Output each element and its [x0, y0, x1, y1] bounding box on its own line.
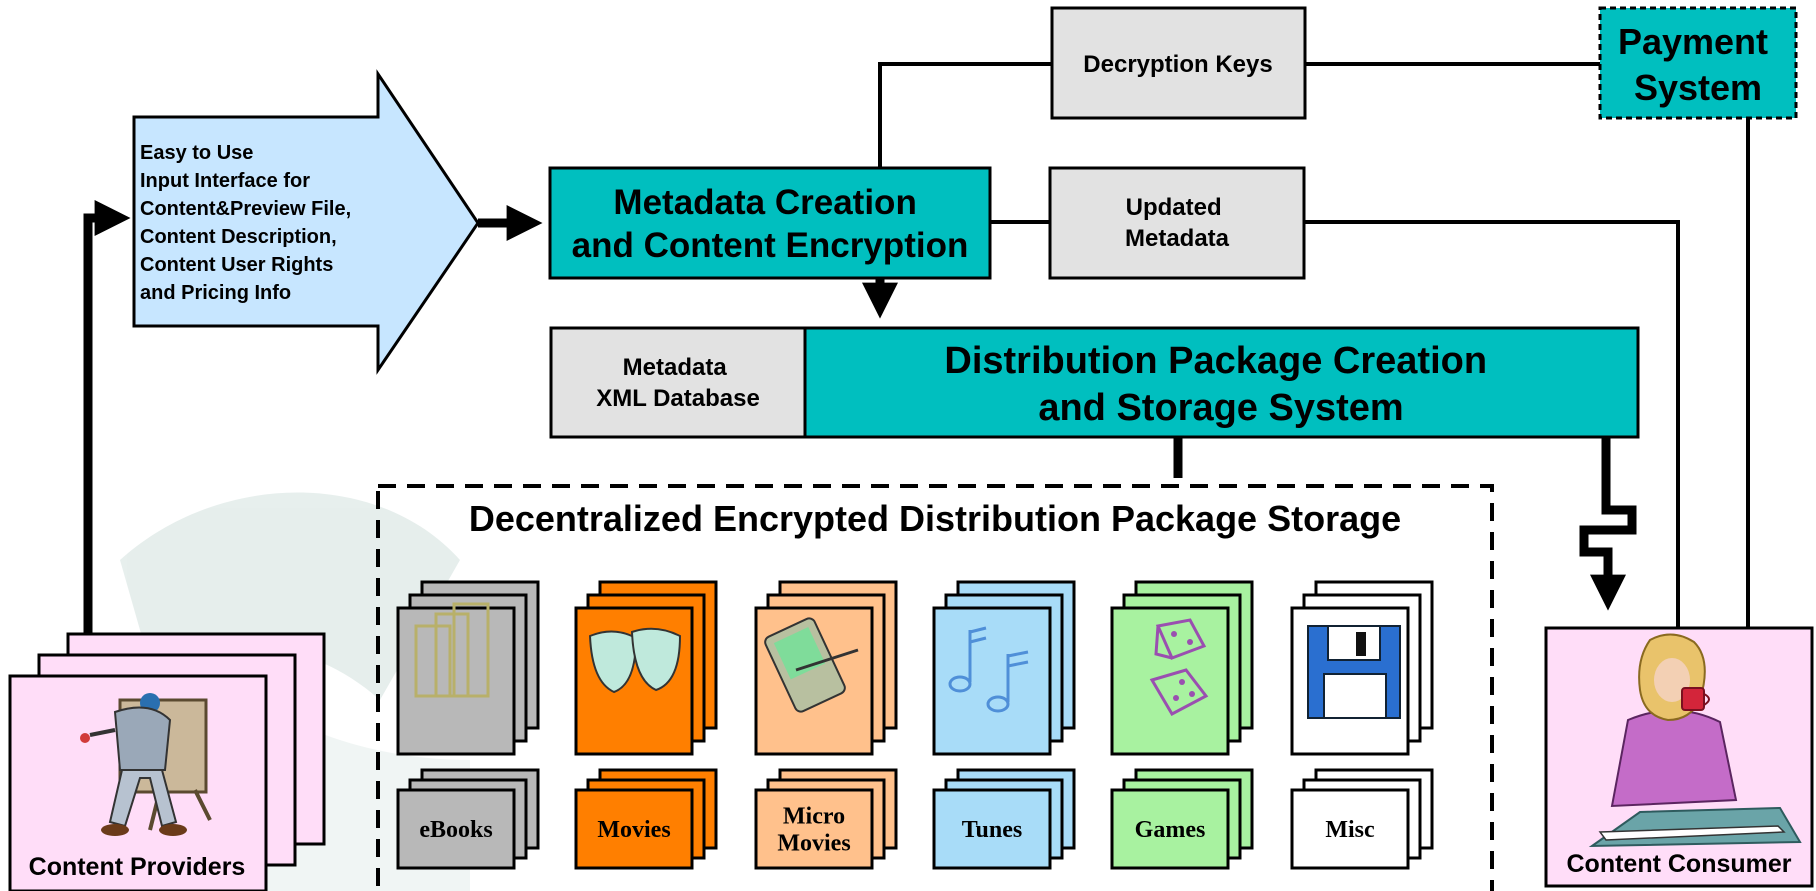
label-card — [1110, 788, 1230, 870]
distribution-to-consumer-arrow — [1579, 436, 1637, 611]
category-label: Misc — [1325, 817, 1375, 843]
content-providers-label: Content Providers — [29, 853, 246, 881]
label-card — [754, 788, 874, 870]
payment-system-box: Payment System — [1598, 6, 1798, 120]
category-label-line: Games — [1135, 817, 1206, 843]
connectors — [83, 62, 1750, 636]
svg-text:Metadata Creation and Co: Metadata Creation and Content Encryption — [572, 183, 969, 265]
category-label-line: eBooks — [419, 817, 492, 843]
metadata-db-line: Metadata — [623, 354, 728, 381]
updated-metadata-line: Updated — [1126, 194, 1222, 221]
payment-system-line: System — [1634, 67, 1762, 108]
metadata-db-line: XML Database — [596, 385, 760, 412]
decryption-keys-box: Decryption Keys — [1050, 6, 1307, 120]
label-card — [1290, 788, 1410, 870]
books-icon — [414, 602, 490, 698]
svg-text:Updated Metadata: Updated Metadata — [1125, 194, 1230, 252]
card — [1110, 606, 1230, 756]
content-consumer-box: Content Consumer — [1544, 626, 1814, 888]
category-label: Tunes — [962, 817, 1023, 843]
content-providers-box: Content Providers — [8, 632, 326, 891]
storage-area: Decentralized Encrypted Distribution Pac… — [376, 484, 1494, 891]
painter-icon — [80, 693, 212, 836]
woman-drinking-coffee-icon — [1588, 633, 1802, 848]
input-interface-line: Content Description, — [140, 226, 337, 248]
distribution-package-line: and Storage System — [1038, 387, 1403, 429]
music-notes-icon — [948, 626, 1029, 713]
svg-text:Distribution Package Creation: Distribution Package Creation and Storag… — [944, 340, 1497, 429]
card — [574, 606, 694, 756]
input-interface-line: Content User Rights — [140, 254, 333, 276]
category-games: Games — [1110, 580, 1254, 870]
label-card — [574, 788, 694, 870]
handheld-device-icon — [764, 617, 859, 713]
label-card — [396, 788, 516, 870]
dice-icon — [1149, 618, 1209, 716]
content-consumer-label: Content Consumer — [1567, 850, 1792, 878]
svg-text:Metadata XML Database: Metadata XML Database — [596, 354, 760, 412]
input-interface-line: Content&Preview File, — [140, 198, 351, 220]
updated-metadata-line: Metadata — [1125, 225, 1230, 252]
category-label-line: Misc — [1325, 817, 1375, 843]
category-label-line: Micro — [783, 804, 845, 830]
category-misc: Misc — [1290, 580, 1434, 870]
provider-to-input-arrow — [83, 200, 131, 636]
input-interface: Easy to Use Input Interface for Content&… — [132, 69, 480, 375]
category-movies: Movies — [574, 580, 718, 870]
metadata-creation-line: and Content Encryption — [572, 226, 969, 265]
label-card — [932, 788, 1052, 870]
category-label: eBooks — [419, 817, 492, 843]
metadata-creation-line: Metadata Creation — [613, 183, 916, 222]
svg-text:Payment System: Payment System — [1618, 21, 1778, 108]
decryption-keys-label: Decryption Keys — [1083, 51, 1272, 78]
category-label: Movies — [597, 817, 670, 843]
metadata-db-box: Metadata XML Database — [549, 326, 807, 439]
distribution-package-line: Distribution Package Creation — [944, 340, 1487, 382]
category-label-line: Tunes — [962, 817, 1023, 843]
input-interface-line: Easy to Use — [140, 142, 253, 164]
metadata-to-decryption-line — [878, 62, 1052, 168]
distribution-package-box: Distribution Package Creation and Storag… — [803, 326, 1640, 439]
floppy-disk-icon — [1307, 625, 1401, 719]
category-tunes: Tunes — [932, 580, 1076, 870]
category-label-line: Movies — [597, 817, 670, 843]
input-interface-line: Input Interface for — [140, 170, 310, 192]
updated-metadata-to-consumer-line — [1304, 220, 1680, 628]
storage-title: Decentralized Encrypted Distribution Pac… — [469, 498, 1401, 539]
category-label-line: Movies — [777, 831, 850, 857]
updated-metadata-box: Updated Metadata — [1048, 166, 1306, 280]
metadata-creation-box: Metadata Creation and Content Encryption — [548, 166, 992, 280]
payment-system-line: Payment — [1618, 21, 1768, 62]
category-ebooks: eBooks — [396, 580, 540, 870]
card — [932, 606, 1052, 756]
input-interface-line: and Pricing Info — [140, 282, 291, 304]
svg-text:Easy to Use Input Interf: Easy to Use Input Interface for Content&… — [140, 142, 357, 304]
theater-masks-icon — [588, 627, 682, 694]
category-label: Games — [1135, 817, 1206, 843]
